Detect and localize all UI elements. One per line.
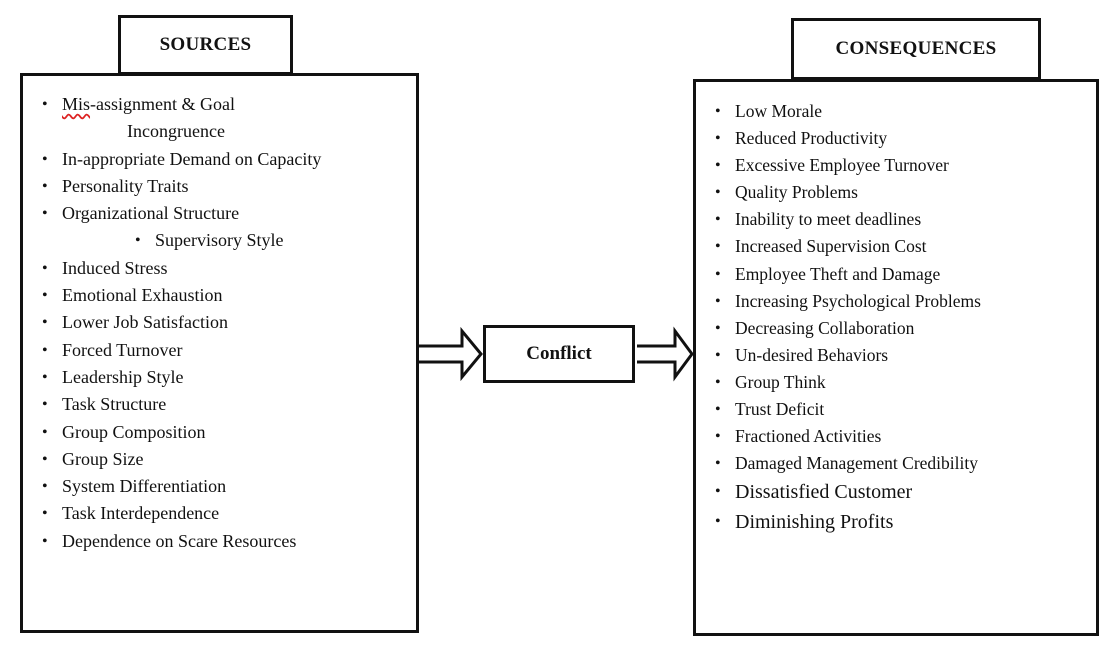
source-item: Personality Traits	[40, 173, 321, 201]
sources-list: Mis-assignment & Goal Incongruence In-ap…	[40, 91, 321, 555]
source-item: Task Interdependence	[40, 500, 321, 528]
consequence-item: Increasing Psychological Problems	[713, 288, 981, 315]
source-subitem: Supervisory Style	[40, 227, 321, 255]
consequence-item: Damaged Management Credibility	[713, 450, 981, 477]
source-item-continuation: Incongruence	[127, 121, 225, 142]
consequence-item: Inability to meet deadlines	[713, 206, 981, 233]
consequence-item: Group Think	[713, 369, 981, 396]
sources-box: Mis-assignment & Goal Incongruence In-ap…	[20, 73, 419, 633]
conflict-box: Conflict	[483, 325, 635, 383]
consequence-item: Trust Deficit	[713, 396, 981, 423]
source-item: In-appropriate Demand on Capacity	[40, 146, 321, 174]
source-item: Induced Stress	[40, 255, 321, 283]
consequence-item: Employee Theft and Damage	[713, 261, 981, 288]
consequence-item: Quality Problems	[713, 179, 981, 206]
sources-to-conflict-arrow	[419, 326, 483, 382]
source-item: Group Size	[40, 446, 321, 474]
consequence-item: Increased Supervision Cost	[713, 233, 981, 260]
consequences-list: Low Morale Reduced Productivity Excessiv…	[713, 98, 981, 537]
consequence-item: Decreasing Collaboration	[713, 315, 981, 342]
source-item: Emotional Exhaustion	[40, 282, 321, 310]
source-item: Group Composition	[40, 419, 321, 447]
consequence-item: Diminishing Profits	[713, 507, 981, 537]
source-item: Dependence on Scare Resources	[40, 528, 321, 556]
source-item: Leadership Style	[40, 364, 321, 392]
consequences-title: CONSEQUENCES	[835, 38, 997, 59]
consequence-item: Dissatisfied Customer	[713, 477, 981, 507]
source-item: Forced Turnover	[40, 337, 321, 365]
consequence-item: Un-desired Behaviors	[713, 342, 981, 369]
consequence-item: Excessive Employee Turnover	[713, 152, 981, 179]
consequence-item: Fractioned Activities	[713, 423, 981, 450]
consequences-title-box: CONSEQUENCES	[791, 18, 1041, 80]
sources-title: SOURCES	[159, 34, 252, 55]
conflict-label: Conflict	[526, 343, 592, 364]
conflict-to-consequences-arrow	[637, 326, 694, 382]
sources-title-box: SOURCES	[118, 15, 293, 75]
consequence-item: Reduced Productivity	[713, 125, 981, 152]
source-item: Organizational Structure	[40, 200, 321, 228]
consequence-item: Low Morale	[713, 98, 981, 125]
source-item: Lower Job Satisfaction	[40, 309, 321, 337]
source-item: System Differentiation	[40, 473, 321, 501]
source-item: Mis-assignment & Goal	[40, 91, 321, 119]
source-item: Task Structure	[40, 391, 321, 419]
consequences-box: Low Morale Reduced Productivity Excessiv…	[693, 79, 1099, 636]
